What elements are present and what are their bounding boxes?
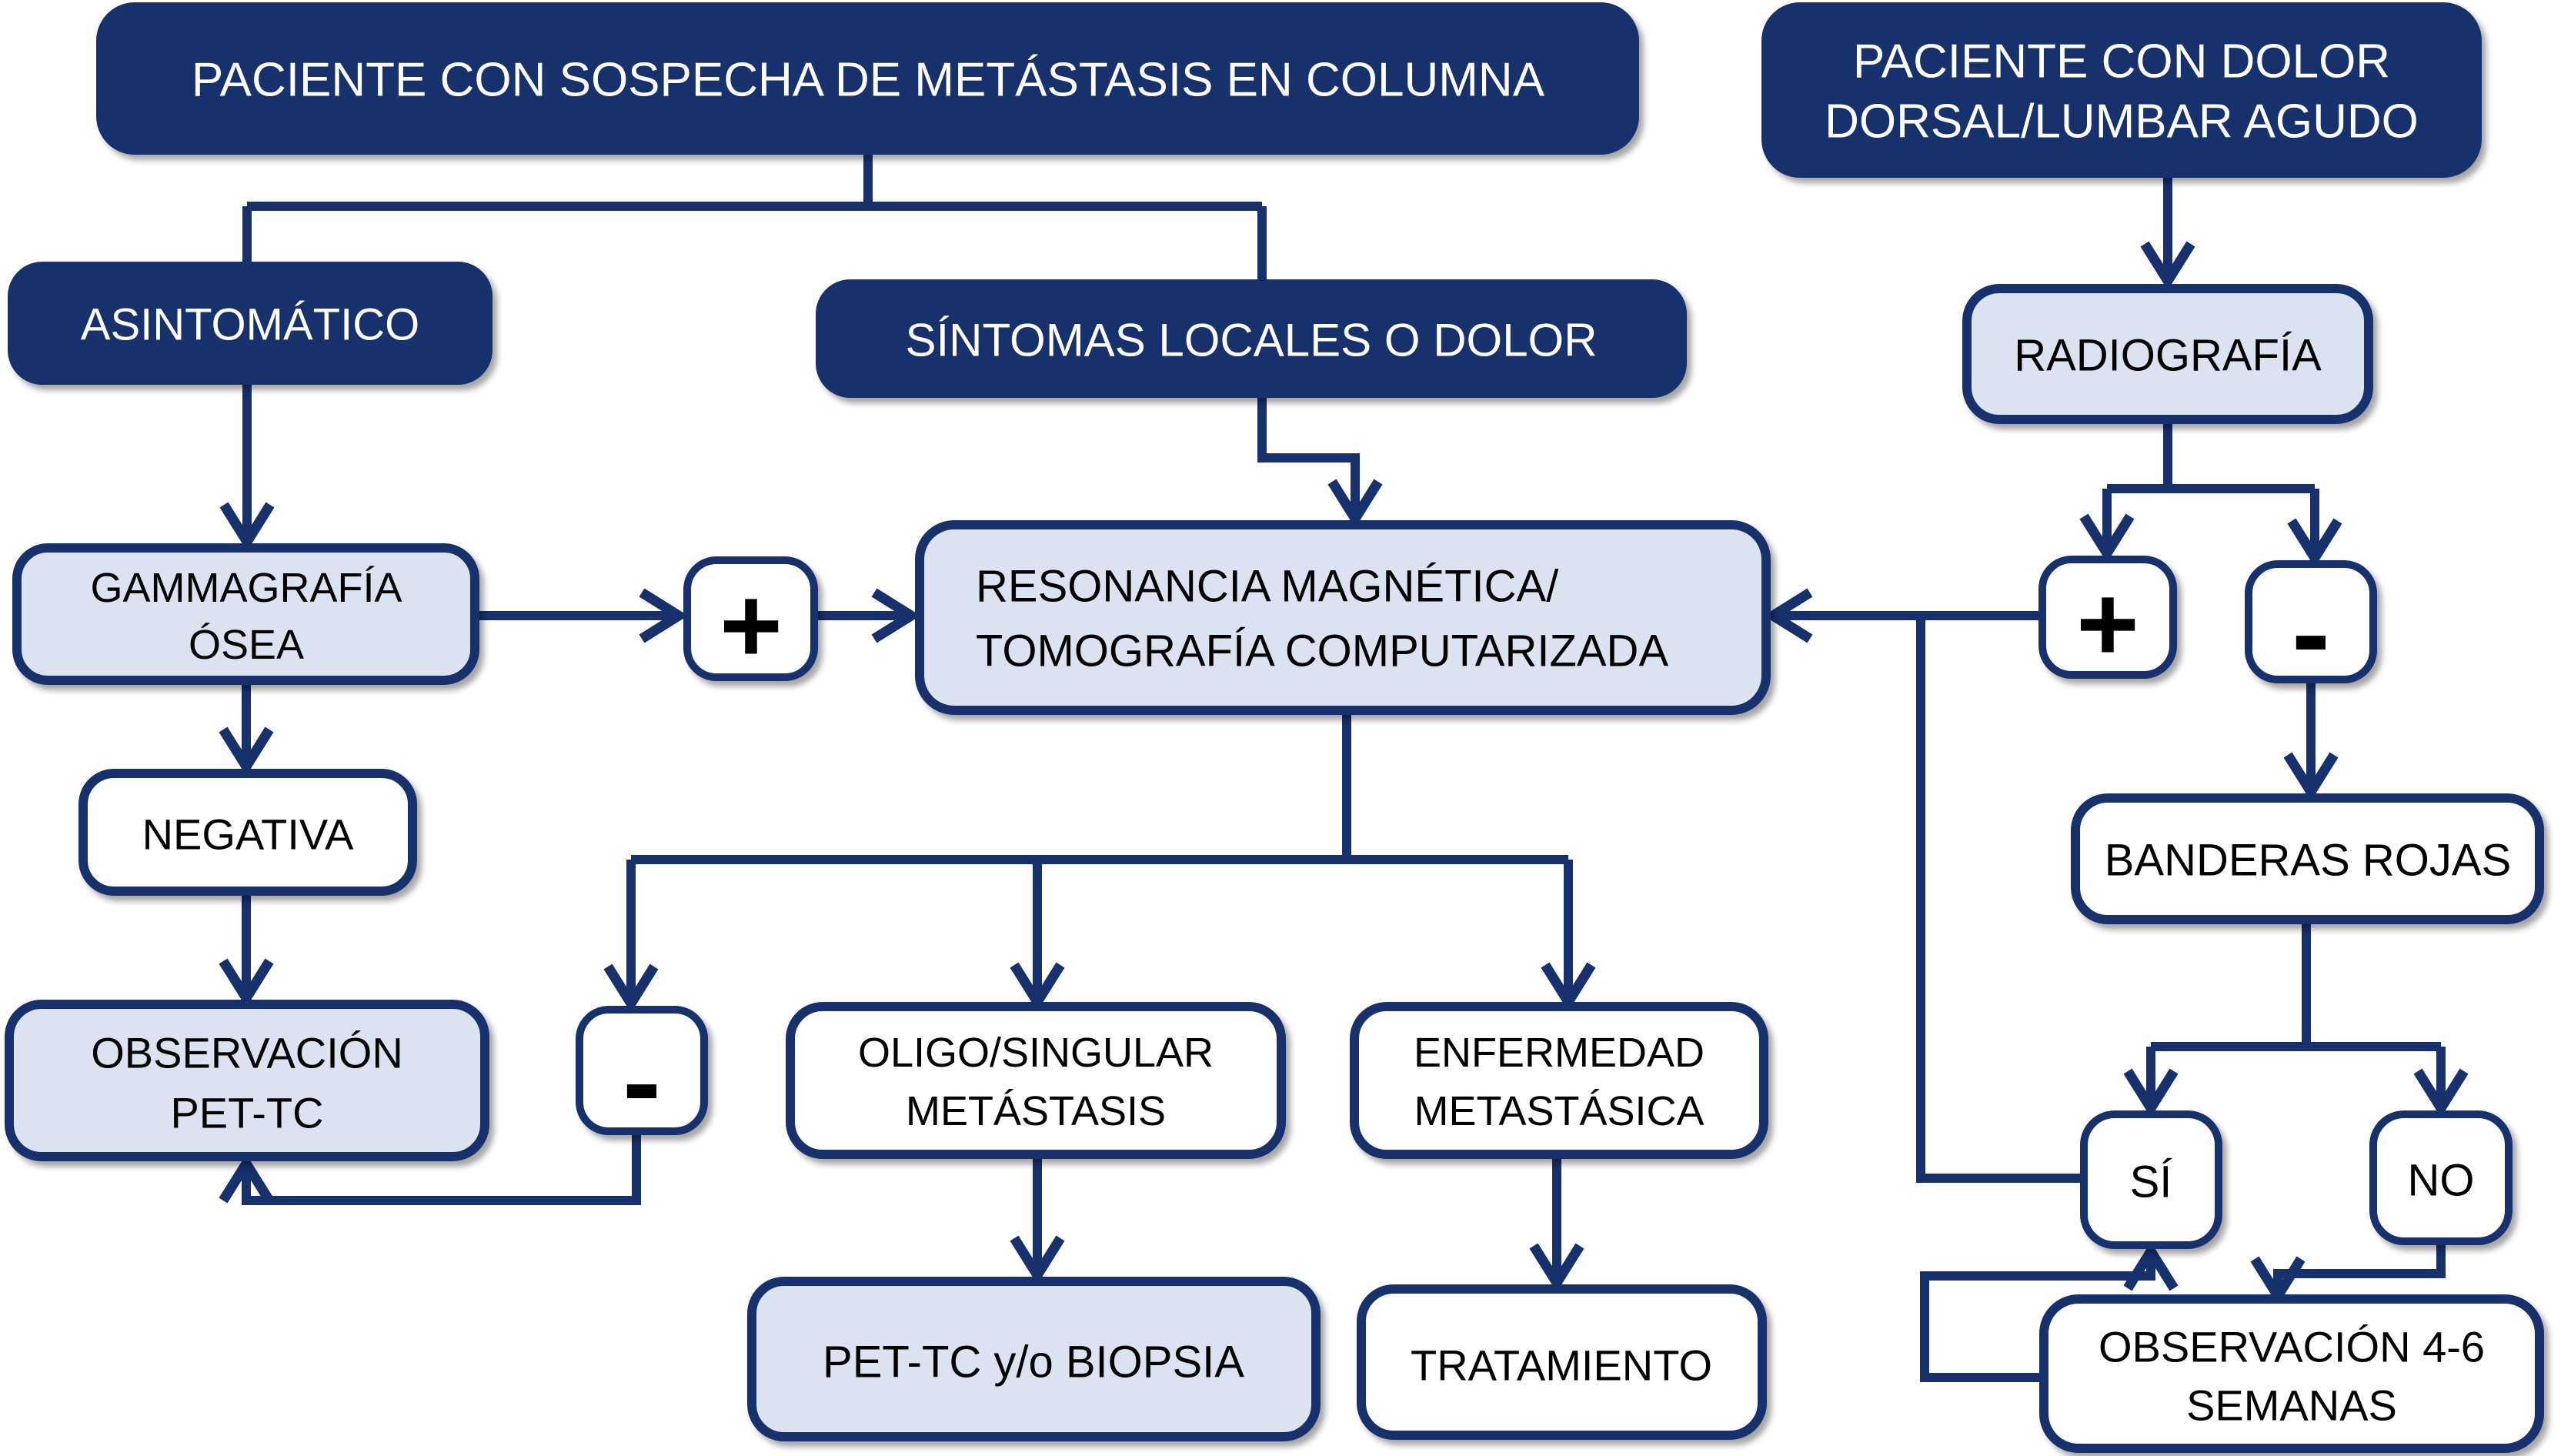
node-si-label: SÍ (2130, 1157, 2173, 1207)
node-gammagrafia-line2: ÓSEA (189, 622, 304, 668)
node-radiografia-box (1962, 284, 2373, 424)
node-dolor-agudo-line1: PACIENTE CON DOLOR (1853, 35, 2390, 88)
node-sospecha: PACIENTE CON SOSPECHA DE METÁSTASIS EN C… (96, 2, 1639, 155)
node-resonancia-line1: RESONANCIA MAGNÉTICA/ (976, 562, 1559, 612)
node-observacion-pet-box (5, 1000, 489, 1161)
node-minus-centro-box (576, 1006, 708, 1135)
node-minus-derecha-label: - (2292, 568, 2330, 697)
node-observacion-46: OBSERVACIÓN 4-6 SEMANAS (2039, 1294, 2544, 1453)
node-negativa-label: NEGATIVA (142, 810, 355, 859)
node-plus-derecha-label: + (2076, 563, 2139, 684)
node-negativa-box (78, 769, 417, 896)
node-resonancia: RESONANCIA MAGNÉTICA/ TOMOGRAFÍA COMPUTA… (915, 520, 1771, 715)
node-asintomatico: ASINTOMÁTICO (8, 262, 492, 385)
node-no: NO (2369, 1110, 2513, 1245)
node-negativa: NEGATIVA (78, 769, 417, 896)
node-dolor-agudo: PACIENTE CON DOLOR DORSAL/LUMBAR AGUDO (1761, 2, 2482, 178)
node-minus-derecha-box (2245, 560, 2377, 683)
node-plus-izquierda-label: + (720, 565, 783, 686)
node-sintomas-label: SÍNTOMAS LOCALES O DOLOR (905, 315, 1597, 366)
node-tratamiento-label: TRATAMIENTO (1411, 1341, 1712, 1390)
node-no-box (2369, 1110, 2513, 1245)
edge-si-junction (1916, 616, 2081, 1183)
node-gammagrafia: GAMMAGRAFÍA ÓSEA (12, 543, 479, 685)
node-oligo-box (786, 1002, 1286, 1159)
node-gammagrafia-box (12, 543, 479, 685)
node-observacion-46-line1: OBSERVACIÓN 4-6 (2099, 1323, 2485, 1371)
edge-no-observacion46 (2250, 1241, 2446, 1306)
node-si-box (2080, 1110, 2222, 1249)
node-resonancia-box (915, 520, 1771, 715)
node-sospecha-label: PACIENTE CON SOSPECHA DE METÁSTASIS EN C… (192, 54, 1545, 107)
node-plus-derecha-box (2038, 556, 2177, 679)
node-observacion-46-box (2039, 1294, 2544, 1453)
edge-observacion46-si (1920, 1241, 2179, 1382)
edge-banderas-split (2151, 920, 2441, 1051)
edge-minus-observacion (219, 1131, 641, 1205)
node-enfermedad-line1: ENFERMEDAD (1414, 1030, 1705, 1076)
node-minus-derecha: - (2245, 560, 2377, 697)
node-minus-centro: - (576, 1006, 708, 1146)
node-observacion-46-line2: SEMANAS (2186, 1381, 2397, 1430)
node-tratamiento: TRATAMIENTO (1357, 1284, 1767, 1440)
node-observacion-pet-line1: OBSERVACIÓN (91, 1029, 403, 1077)
node-enfermedad: ENFERMEDAD METASTÁSICA (1350, 1002, 1768, 1159)
node-pet-biopsia: PET-TC y/o BIOPSIA (747, 1277, 1321, 1441)
node-radiografia: RADIOGRAFÍA (1962, 284, 2373, 424)
node-oligo-line2: METÁSTASIS (906, 1088, 1166, 1134)
node-asintomatico-label: ASINTOMÁTICO (81, 300, 419, 350)
node-pet-biopsia-box (747, 1277, 1321, 1441)
node-radiografia-label: RADIOGRAFÍA (2014, 331, 2322, 381)
edges (219, 151, 2469, 1382)
node-banderas-rojas: BANDERAS ROJAS (2071, 793, 2544, 924)
node-oligo: OLIGO/SINGULAR METÁSTASIS (786, 1002, 1286, 1159)
node-pet-biopsia-label: PET-TC y/o BIOPSIA (823, 1337, 1244, 1388)
node-banderas-rojas-box (2071, 793, 2544, 924)
node-minus-centro-label: - (623, 1017, 661, 1146)
edge-sintomas-resonancia (1257, 394, 1383, 529)
node-no-label: NO (2408, 1156, 2475, 1206)
node-asintomatico-box (8, 262, 492, 385)
node-dolor-agudo-line2: DORSAL/LUMBAR AGUDO (1825, 95, 2419, 149)
node-enfermedad-line2: METASTÁSICA (1414, 1088, 1704, 1134)
node-resonancia-line2: TOMOGRAFÍA COMPUTARIZADA (976, 626, 1668, 676)
node-oligo-line1: OLIGO/SINGULAR (858, 1030, 1214, 1076)
edge-resonancia-trunk (631, 710, 1568, 864)
node-sintomas-box (816, 279, 1687, 398)
node-observacion-pet: OBSERVACIÓN PET-TC (5, 1000, 489, 1161)
node-sospecha-box (96, 2, 1639, 155)
node-gammagrafia-line1: GAMMAGRAFÍA (90, 565, 402, 611)
node-sintomas: SÍNTOMAS LOCALES O DOLOR (816, 279, 1687, 398)
node-si: SÍ (2080, 1110, 2222, 1249)
node-enfermedad-box (1350, 1002, 1768, 1159)
node-plus-izquierda: + (683, 556, 818, 686)
node-tratamiento-box (1357, 1284, 1767, 1440)
node-banderas-rojas-label: BANDERAS ROJAS (2105, 836, 2512, 886)
edge-sospecha-split (242, 151, 1267, 283)
edge-radiografia-split (2107, 419, 2315, 493)
node-plus-derecha: + (2038, 556, 2177, 684)
node-dolor-agudo-box (1761, 2, 2482, 178)
node-observacion-pet-line2: PET-TC (170, 1089, 323, 1137)
node-plus-izquierda-box (683, 556, 818, 681)
